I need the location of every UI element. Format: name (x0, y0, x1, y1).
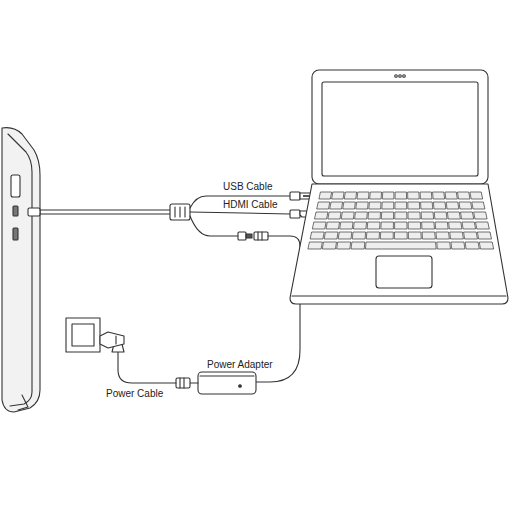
power-branch-cable (190, 216, 304, 382)
keyboard-key (472, 202, 485, 209)
laptop (290, 70, 508, 304)
keyboard-key (459, 202, 471, 209)
cable-label: USB Cable (222, 181, 273, 193)
keyboard-key (451, 242, 465, 249)
keyboard-key (330, 202, 342, 209)
keyboard-key (382, 202, 394, 209)
keyboard-key (381, 222, 393, 229)
keyboard-key (478, 232, 492, 239)
keyboard-key (354, 222, 367, 229)
keyboard-key (368, 222, 380, 229)
keyboard-key (408, 192, 419, 199)
keyboard-key (395, 222, 407, 229)
keyboard-key (395, 232, 407, 239)
keyboard-key (470, 192, 482, 199)
cable-label: HDMI Cable (222, 199, 278, 211)
keyboard-key (370, 192, 381, 199)
keyboard-key (357, 192, 369, 199)
keyboard-key (448, 212, 461, 219)
keyboard-key (422, 212, 434, 219)
keyboard-key (423, 232, 436, 239)
keyboard-key (317, 202, 330, 209)
keyboard-key (353, 232, 366, 239)
keyboard-key (308, 242, 322, 249)
keyboard-key (367, 232, 380, 239)
keyboard-key (422, 222, 434, 229)
keyboard-key (420, 192, 431, 199)
keyboard-key (368, 212, 380, 219)
keyboard-key (436, 232, 449, 239)
keyboard-key (480, 242, 494, 249)
keyboard-key (315, 212, 328, 219)
keyboard-key (458, 192, 470, 199)
keyboard-key (447, 202, 459, 209)
keyboard-key (326, 222, 339, 229)
keyboard-key (465, 242, 479, 249)
keyboard-key (311, 232, 325, 239)
keyboard-key (395, 212, 407, 219)
hdmi-cable (190, 210, 313, 218)
keyboard-key (356, 202, 368, 209)
keyboard-key (343, 202, 355, 209)
keyboard-key (449, 222, 462, 229)
keyboard-key (462, 222, 475, 229)
keyboard-key (325, 232, 338, 239)
cable-label: Power Cable (105, 388, 164, 400)
wall-socket (66, 318, 124, 352)
keyboard-key (337, 242, 351, 249)
keyboard-key (351, 242, 364, 249)
part-label: Power Adapter (206, 359, 274, 371)
keyboard-key (395, 202, 406, 209)
keyboard-key (433, 192, 445, 199)
main-cable (28, 204, 190, 220)
keyboard-key (313, 222, 326, 229)
keyboard-key (345, 192, 357, 199)
keyboard-key (409, 222, 421, 229)
keyboard-key (476, 222, 489, 229)
keyboard-key (474, 212, 487, 219)
keyboard-key (381, 232, 394, 239)
keyboard-key (340, 222, 353, 229)
keyboard-key (461, 212, 474, 219)
keyboard-key (323, 242, 337, 249)
keyboard-key (332, 192, 344, 199)
keyboard-key (450, 232, 463, 239)
keyboard-key (395, 192, 406, 199)
keyboard-key (319, 192, 331, 199)
keyboard-key (355, 212, 367, 219)
power-cable (112, 344, 198, 388)
keyboard-key (383, 192, 394, 199)
keyboard-key (382, 212, 394, 219)
keyboard-key (435, 222, 448, 229)
keyboard-key (435, 212, 447, 219)
keyboard-key (445, 192, 457, 199)
keyboard-key (421, 202, 433, 209)
keyboard-key (409, 232, 422, 239)
keyboard-key (339, 232, 352, 239)
keyboard-key (369, 202, 381, 209)
power-adapter (198, 372, 256, 394)
keyboard-key (437, 242, 450, 249)
keyboard-key (434, 202, 446, 209)
keyboard-key (408, 212, 420, 219)
keyboard-key (342, 212, 355, 219)
pen-display (2, 128, 40, 412)
keyboard-key (408, 202, 420, 209)
keyboard-key (464, 232, 477, 239)
keyboard-key (328, 212, 341, 219)
keyboard-key (366, 242, 436, 249)
